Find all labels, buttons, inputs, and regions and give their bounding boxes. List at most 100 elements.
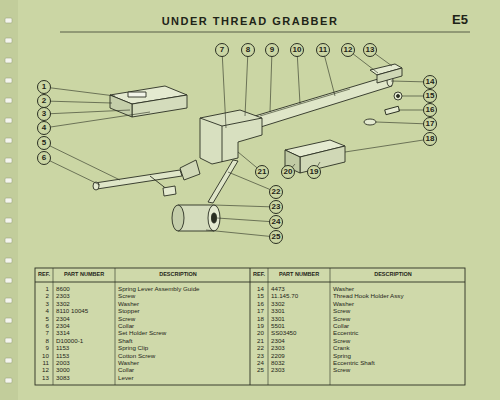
callout-circle: 7 — [215, 43, 229, 57]
table-ref: 12 — [42, 366, 49, 373]
callout-circle: 20 — [281, 165, 295, 179]
table-part-number: 1153 — [56, 344, 69, 351]
callout-circle: 22 — [269, 185, 283, 199]
table-ref: 21 — [257, 337, 264, 344]
table-ref: 9 — [46, 344, 49, 351]
table-part-number: 2304 — [271, 337, 285, 344]
table-part-number: 8032 — [271, 359, 285, 366]
table-ref: 23 — [257, 352, 264, 359]
table-header: DESCRIPTION — [374, 271, 412, 277]
table-description: Washer — [118, 359, 139, 366]
table-part-number: 1153 — [56, 352, 69, 359]
table-ref: 17 — [257, 307, 264, 314]
table-part-number: 3301 — [271, 307, 285, 314]
page-code: E5 — [452, 12, 468, 27]
callout-number: 25 — [272, 233, 281, 241]
callout-number: 22 — [272, 188, 281, 196]
table-ref: 11 — [43, 359, 49, 366]
callout-circle: 15 — [423, 89, 437, 103]
callout-circle: 2 — [37, 94, 51, 108]
callout-circle: 24 — [269, 215, 283, 229]
table-ref: 18 — [257, 315, 264, 322]
table-part-number: 3314 — [56, 329, 70, 336]
table-ref: 3 — [46, 300, 49, 307]
table-part-number: 2303 — [56, 292, 70, 299]
callout-circle: 13 — [363, 43, 377, 57]
callout-number: 1 — [42, 83, 46, 91]
callout-circle: 16 — [423, 103, 437, 117]
table-description: Spring — [333, 352, 351, 359]
callout-number: 24 — [272, 218, 281, 226]
table-description: Collar — [333, 322, 349, 329]
callout-number: 12 — [344, 46, 353, 54]
table-ref: 20 — [257, 329, 264, 336]
table-ref: 22 — [257, 344, 264, 351]
table-ref: 4 — [46, 307, 49, 314]
table-ref: 14 — [257, 285, 264, 292]
callout-number: 14 — [426, 78, 435, 86]
table-description: Spring Clip — [118, 344, 148, 351]
callout-number: 23 — [272, 203, 281, 211]
table-ref: 6 — [46, 322, 49, 329]
table-ref: 1 — [46, 285, 49, 292]
callout-number: 21 — [258, 168, 267, 176]
table-description: Screw — [118, 315, 135, 322]
table-ref: 2 — [46, 292, 49, 299]
callout-number: 2 — [42, 97, 46, 105]
table-description: Cotton Screw — [118, 352, 155, 359]
callout-circle: 23 — [269, 200, 283, 214]
table-description: Shaft — [118, 337, 132, 344]
table-ref: 5 — [46, 315, 49, 322]
callout-circle: 9 — [265, 43, 279, 57]
callout-number: 15 — [426, 92, 435, 100]
callout-circle: 5 — [37, 136, 51, 150]
callout-number: 20 — [284, 168, 293, 176]
table-part-number: 3301 — [271, 315, 285, 322]
table-description: Set Holder Screw — [118, 329, 166, 336]
table-part-number: 8600 — [56, 285, 70, 292]
callout-number: 5 — [42, 139, 46, 147]
table-ref: 15 — [257, 292, 264, 299]
table-ref: 7 — [46, 329, 49, 336]
callout-number: 11 — [319, 46, 327, 54]
table-description: Screw — [333, 315, 350, 322]
table-description: Eccentric — [333, 329, 358, 336]
callout-circle: 4 — [37, 121, 51, 135]
callout-number: 17 — [426, 120, 435, 128]
table-description: Stopper — [118, 307, 140, 314]
table-description: Crank — [333, 344, 350, 351]
table-header: DESCRIPTION — [159, 271, 197, 277]
table-part-number: 2303 — [271, 366, 285, 373]
table-part-number: 3302 — [56, 300, 70, 307]
table-description: Lever — [118, 374, 133, 381]
table-part-number: 2304 — [56, 315, 70, 322]
page-title: UNDER THREAD GRABBER — [162, 15, 339, 27]
table-part-number: 2003 — [56, 359, 70, 366]
table-description: Washer — [118, 300, 139, 307]
table-description: Screw — [333, 337, 350, 344]
table-description: Screw — [333, 307, 350, 314]
table-ref: 19 — [257, 322, 264, 329]
table-description: Thread Hook Holder Assy — [333, 292, 404, 299]
table-part-number: 3302 — [271, 300, 285, 307]
table-header: REF. — [38, 271, 50, 277]
callout-circle: 25 — [269, 230, 283, 244]
table-ref: 10 — [42, 352, 49, 359]
callout-circle: 21 — [255, 165, 269, 179]
callout-circle: 10 — [290, 43, 304, 57]
table-header: PART NUMBER — [64, 271, 104, 277]
callout-circle: 19 — [307, 165, 321, 179]
table-part-number: 2209 — [271, 352, 285, 359]
table-part-number: D10000-1 — [56, 337, 83, 344]
table-header: REF. — [253, 271, 265, 277]
callout-number: 13 — [366, 46, 375, 54]
callout-number: 6 — [42, 154, 46, 162]
callout-circle: 12 — [341, 43, 355, 57]
table-part-number: 4473 — [271, 285, 285, 292]
callout-number: 3 — [42, 110, 46, 118]
table-part-number: 2303 — [271, 344, 285, 351]
table-description: Collar — [118, 322, 134, 329]
table-part-number: 5501 — [271, 322, 285, 329]
callout-number: 9 — [270, 46, 274, 54]
